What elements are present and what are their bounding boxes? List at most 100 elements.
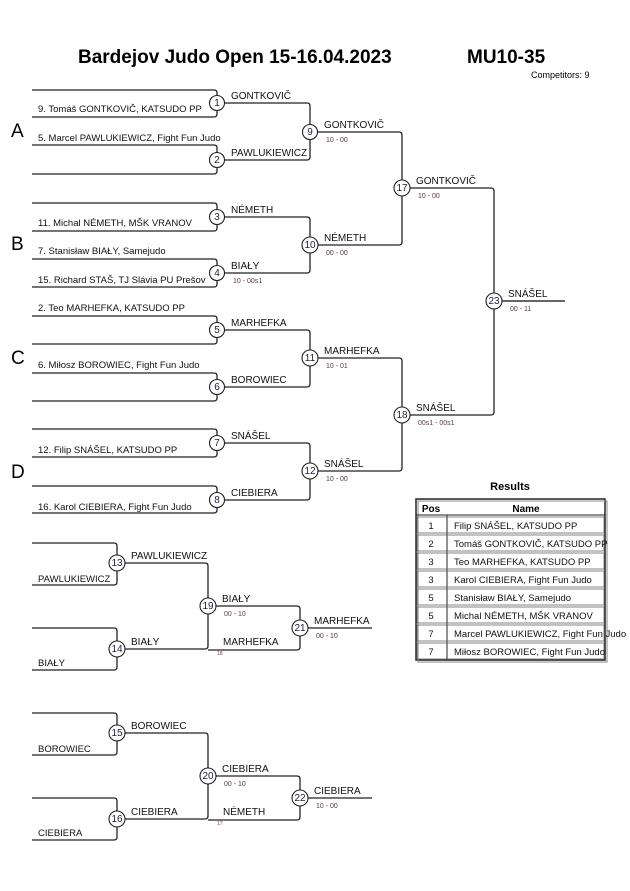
pool-label-d: D bbox=[11, 462, 25, 483]
pool-label-c: C bbox=[11, 348, 25, 369]
results-name: Filip SNÁŠEL, KATSUDO PP bbox=[454, 521, 577, 532]
match-number: 8 bbox=[214, 495, 220, 506]
match-number: 19 bbox=[202, 601, 214, 612]
match-node-circle bbox=[291, 619, 309, 637]
match-node-circle bbox=[301, 462, 319, 480]
results-pos: 5 bbox=[428, 611, 433, 622]
bracket-labels: 9. Tomáš GONTKOVIČ, KATSUDO PP 5. Marcel… bbox=[38, 89, 548, 839]
results-header-name: Name bbox=[512, 504, 540, 515]
match-score: 00 - 10 bbox=[224, 781, 246, 788]
match-node-circle bbox=[301, 236, 319, 254]
winner-label: PAWLUKIEWICZ bbox=[231, 148, 307, 159]
match-number: 17 bbox=[396, 183, 408, 194]
entrant: 7. Stanisław BIAŁY, Samejudo bbox=[38, 246, 166, 257]
match-node-circle bbox=[208, 378, 226, 396]
pool-label-b: B bbox=[11, 234, 24, 255]
results-header-pos: Pos bbox=[422, 504, 441, 515]
winner-label: BIAŁY bbox=[222, 594, 251, 605]
match-number: 16 bbox=[111, 814, 123, 825]
source-match: 18 bbox=[217, 651, 223, 657]
match-number: 11 bbox=[305, 353, 316, 364]
winner-label: GONTKOVIČ bbox=[231, 89, 291, 102]
entrant: 2. Teo MARHEFKA, KATSUDO PP bbox=[38, 303, 185, 314]
match-number: 12 bbox=[304, 466, 316, 477]
bracket-line bbox=[32, 144, 218, 175]
results-row bbox=[416, 606, 605, 624]
match-node-circle bbox=[108, 640, 126, 658]
bracket-line bbox=[402, 187, 495, 416]
entrant: CIEBIERA bbox=[38, 828, 83, 839]
match-node-circle bbox=[108, 724, 126, 742]
match-number: 13 bbox=[111, 558, 123, 569]
results-pos: 5 bbox=[428, 593, 433, 604]
winner-label: SNÁŠEL bbox=[508, 287, 548, 300]
match-node-circle bbox=[301, 123, 319, 141]
match-number: 20 bbox=[202, 771, 214, 782]
results-pos: 7 bbox=[428, 647, 433, 658]
match-number: 6 bbox=[214, 382, 220, 393]
results-row bbox=[416, 552, 605, 570]
competitors-count: Competitors: 9 bbox=[531, 70, 590, 80]
winner-label: GONTKOVIČ bbox=[324, 118, 384, 131]
match-number: 23 bbox=[488, 296, 500, 307]
bracket-line bbox=[32, 315, 218, 345]
match-number: 3 bbox=[214, 212, 220, 223]
winner-label: SNÁŠEL bbox=[324, 457, 364, 470]
entrant: 15. Richard STAŠ, TJ Slávia PU Prešov bbox=[38, 275, 206, 286]
results-name: Stanisław BIAŁY, Samejudo bbox=[454, 593, 571, 604]
match-node-circle bbox=[199, 597, 217, 615]
results-row bbox=[416, 588, 605, 606]
bracket-line bbox=[310, 357, 403, 472]
pool-label-a: A bbox=[11, 121, 24, 142]
winner-label: BIAŁY bbox=[131, 637, 160, 648]
match-node-circle bbox=[393, 406, 411, 424]
match-node-circle bbox=[208, 264, 226, 282]
results-row bbox=[416, 642, 605, 660]
match-node-circle bbox=[208, 151, 226, 169]
match-node-circle bbox=[208, 434, 226, 452]
winner-label: MARHEFKA bbox=[231, 318, 287, 329]
match-score: 10 - 00 bbox=[326, 476, 348, 483]
results-pos: 3 bbox=[428, 575, 433, 586]
winner-label: BOROWIEC bbox=[131, 721, 187, 732]
results-row bbox=[416, 516, 605, 534]
winner-label: NÉMETH bbox=[231, 203, 273, 216]
match-number: 22 bbox=[294, 793, 306, 804]
match-node-circle bbox=[199, 767, 217, 785]
winner-label: MARHEFKA bbox=[324, 346, 380, 357]
match-node-circle bbox=[108, 810, 126, 828]
results-name: Teo MARHEFKA, KATSUDO PP bbox=[454, 557, 591, 568]
results-name: Karol CIEBIERA, Fight Fun Judo bbox=[454, 575, 592, 586]
winner-label: CIEBIERA bbox=[222, 764, 269, 775]
winner-label: CIEBIERA bbox=[314, 786, 361, 797]
entrant: BIAŁY bbox=[38, 658, 66, 669]
results-name: Miłosz BOROWIEC, Fight Fun Judo bbox=[454, 647, 605, 658]
source-match: 17 bbox=[217, 821, 223, 827]
entrant: 9. Tomáš GONTKOVIČ, KATSUDO PP bbox=[38, 104, 202, 115]
entrant: 12. Filip SNÁŠEL, KATSUDO PP bbox=[38, 445, 177, 456]
results-name: Michal NÉMETH, MŠK VRANOV bbox=[454, 611, 593, 622]
winner-label: SNÁŠEL bbox=[416, 401, 456, 414]
winner-label: BOROWIEC bbox=[231, 375, 287, 386]
entrant: PAWLUKIEWICZ bbox=[38, 574, 111, 585]
match-number: 21 bbox=[294, 623, 306, 634]
match-node-circle bbox=[208, 321, 226, 339]
match-node-circle bbox=[393, 179, 411, 197]
results-title: Results bbox=[490, 481, 530, 493]
match-number: 4 bbox=[214, 268, 220, 279]
results-name: Tomáš GONTKOVIČ, KATSUDO PP bbox=[454, 539, 607, 550]
winner-label: GONTKOVIČ bbox=[416, 174, 476, 187]
match-node-circle bbox=[485, 292, 503, 310]
match-score: 10 - 00 bbox=[418, 193, 440, 200]
event-title: Bardejov Judo Open 15-16.04.2023 bbox=[78, 47, 392, 68]
winner-label: PAWLUKIEWICZ bbox=[131, 551, 207, 562]
winner-label: CIEBIERA bbox=[231, 488, 278, 499]
entrant: MARHEFKA bbox=[223, 637, 279, 648]
entrant: NÉMETH bbox=[223, 805, 265, 818]
match-node-circle bbox=[301, 349, 319, 367]
entrant: BOROWIEC bbox=[38, 744, 91, 755]
match-node-circle bbox=[208, 491, 226, 509]
match-score: 00 - 00 bbox=[326, 250, 348, 257]
